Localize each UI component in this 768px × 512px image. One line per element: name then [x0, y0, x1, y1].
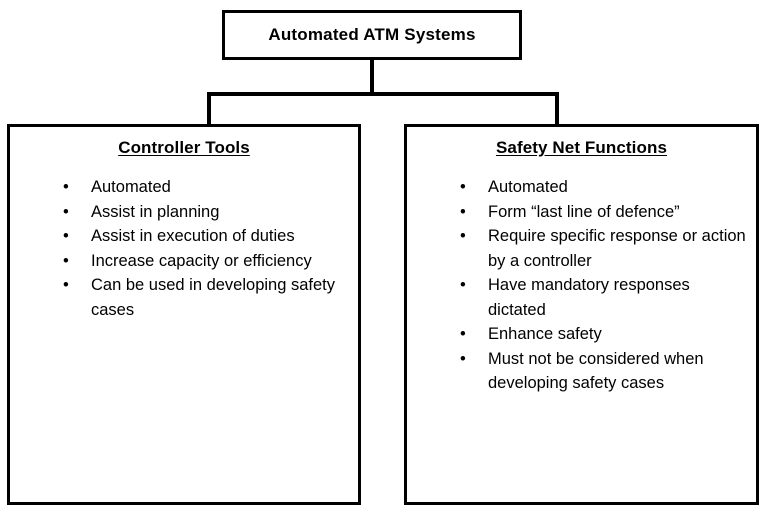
list-item-label: Require specific response or action by a…	[488, 227, 746, 270]
list-item-label: Enhance safety	[488, 325, 602, 343]
bullet-dot-icon: •	[460, 202, 466, 221]
list-item: • Can be used in developing safety cases	[10, 273, 358, 322]
connector-vertical-stem	[370, 60, 374, 96]
list-item-label: Automated	[488, 178, 568, 196]
bullet-dot-icon: •	[460, 349, 466, 368]
list-item-label: Assist in execution of duties	[91, 227, 295, 245]
list-item-label: Automated	[91, 178, 171, 196]
bullet-dot-icon: •	[63, 227, 69, 245]
list-item: • Must not be considered when developing…	[407, 347, 756, 396]
child-node-title-safety-net-functions: Safety Net Functions	[495, 138, 668, 157]
list-item: • Automated	[407, 175, 756, 200]
bullet-list-controller-tools: • Automated • Assist in planning • Assis…	[10, 175, 358, 322]
bullet-dot-icon: •	[460, 276, 466, 294]
list-item-label: Can be used in developing safety cases	[91, 276, 336, 319]
list-item-label: Have mandatory responses dictated	[488, 276, 690, 319]
connector-drop-left	[207, 92, 211, 126]
list-item-label: Must not be considered when developing s…	[488, 349, 704, 393]
bullet-dot-icon: •	[63, 178, 69, 196]
list-item: • Require specific response or action by…	[407, 224, 756, 273]
list-item: • Automated	[10, 175, 358, 200]
list-item: • Form “last line of defence”	[407, 200, 756, 225]
child-node-title-controller-tools: Controller Tools	[118, 138, 250, 157]
list-item: • Increase capacity or efficiency	[10, 249, 358, 274]
list-item-label: Form “last line of defence”	[488, 202, 680, 221]
connector-horizontal-bar	[207, 92, 559, 96]
bullet-list-safety-net-functions: • Automated • Form “last line of defence…	[407, 175, 756, 396]
child-node-box-controller-tools: Controller Tools • Automated • Assist in…	[7, 124, 361, 505]
list-item: • Assist in planning	[10, 200, 358, 225]
list-item: • Enhance safety	[407, 322, 756, 347]
bullet-dot-icon: •	[63, 251, 69, 270]
root-node-title: Automated ATM Systems	[268, 25, 476, 44]
bullet-dot-icon: •	[460, 227, 466, 245]
child-node-box-safety-net-functions: Safety Net Functions • Automated • Form …	[404, 124, 759, 505]
bullet-dot-icon: •	[460, 178, 466, 196]
list-item-label: Assist in planning	[91, 202, 220, 221]
list-item-label: Increase capacity or efficiency	[91, 251, 312, 270]
connector-drop-right	[555, 92, 559, 126]
root-node-box: Automated ATM Systems	[222, 10, 522, 60]
bullet-dot-icon: •	[63, 202, 69, 221]
bullet-dot-icon: •	[63, 276, 69, 294]
list-item: • Have mandatory responses dictated	[407, 273, 756, 322]
list-item: • Assist in execution of duties	[10, 224, 358, 249]
bullet-dot-icon: •	[460, 325, 466, 343]
